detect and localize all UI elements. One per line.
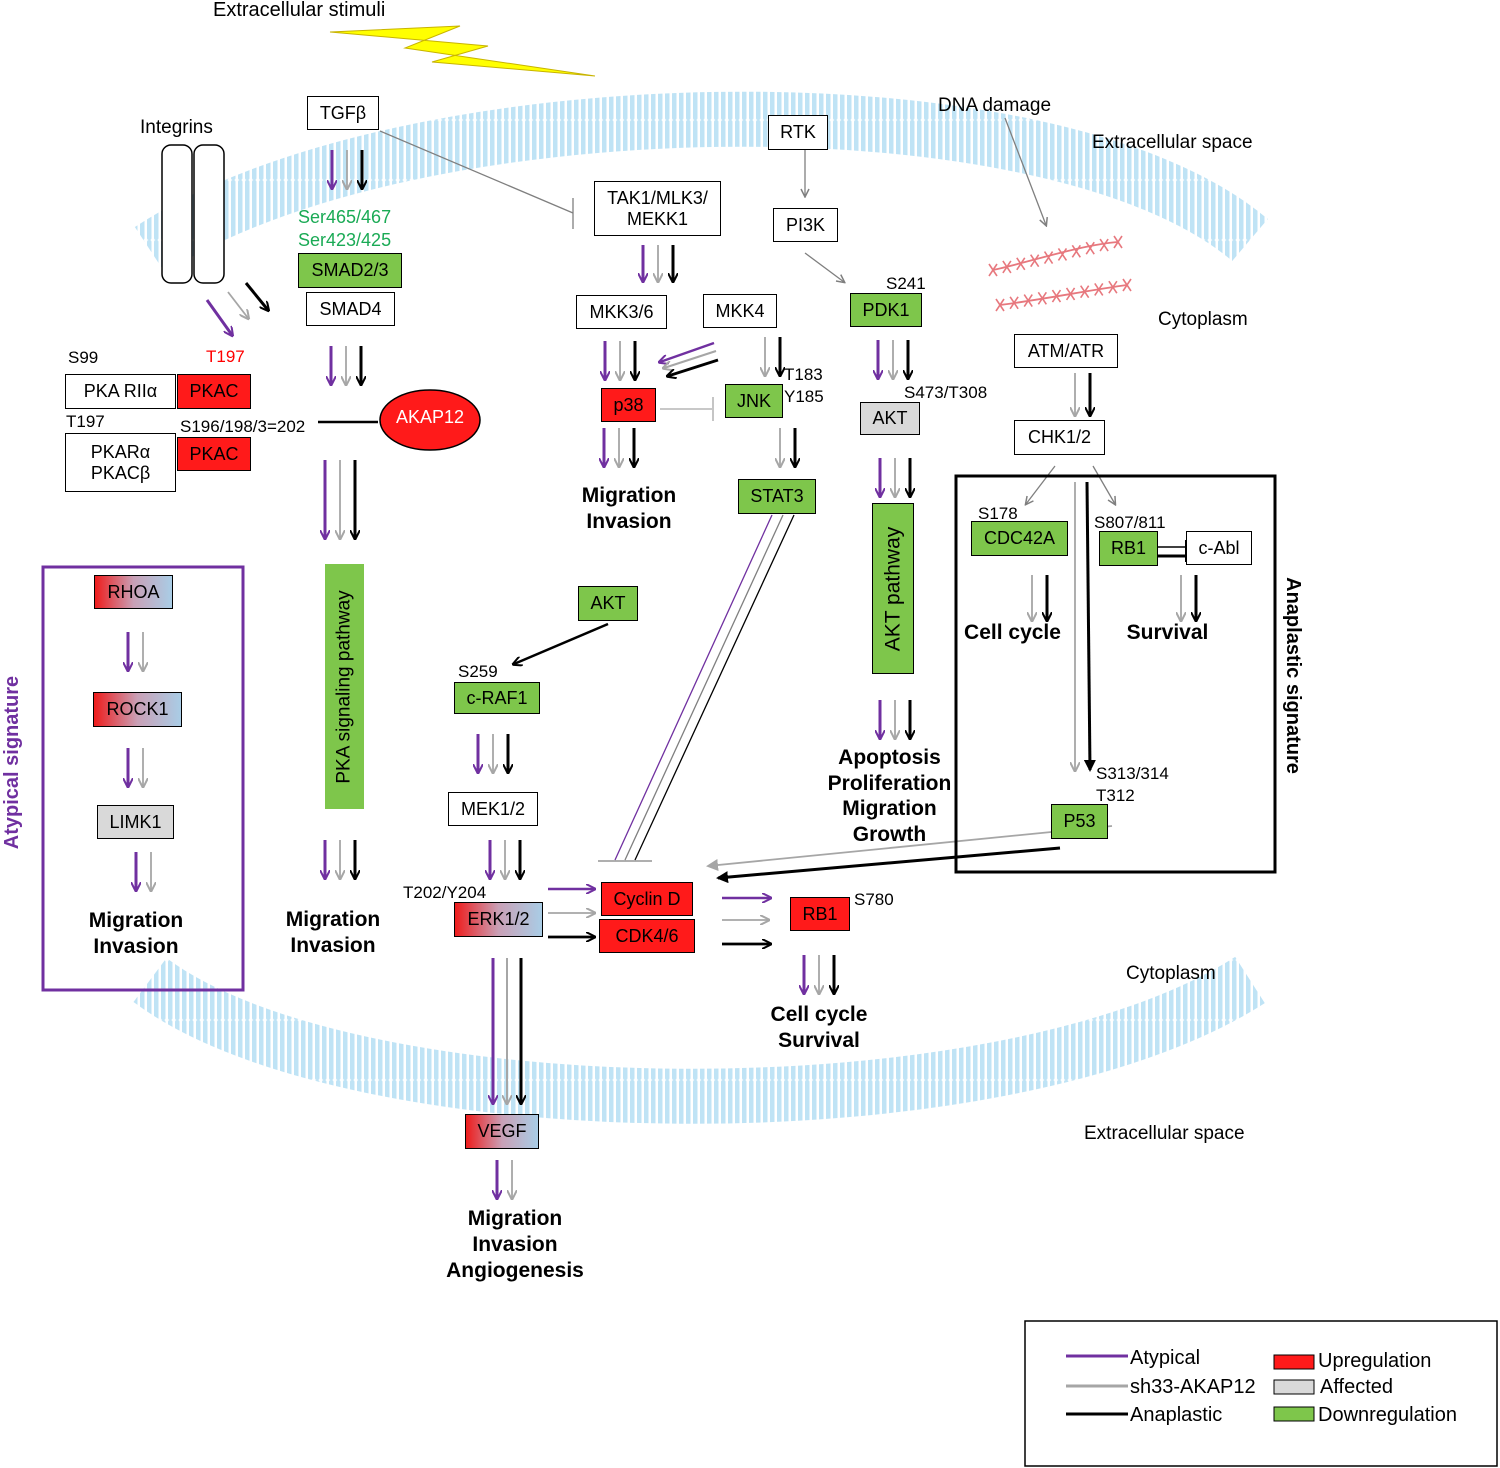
legend-affected: Affected [1320, 1376, 1394, 1398]
atypical-signature-title-wrap: Atypical signature [0, 662, 28, 862]
site-t202: T202/Y204 [403, 883, 487, 902]
node-tgfb: TGFβ [307, 96, 379, 130]
membrane-top [134, 91, 1268, 273]
node-pkar-pkacb: PKARα PKACβ [65, 433, 176, 492]
integrin-rod-left [161, 144, 193, 284]
site-t183: T183 [784, 365, 823, 384]
site-s259: S259 [458, 662, 498, 681]
node-rhoa: RHOA [94, 575, 173, 609]
atypical-signature-box [41, 565, 245, 992]
outcome-cell-cycle: Cell cycle [964, 621, 1061, 644]
node-mkk4: MKK4 [703, 294, 777, 328]
site-s313: S313/314 [1096, 764, 1169, 783]
node-stat3: STAT3 [738, 479, 816, 514]
node-chk12: CHK1/2 [1014, 420, 1105, 455]
node-c-abl: c-Abl [1186, 531, 1252, 565]
node-cyclin-d: Cyclin D [601, 882, 693, 916]
anaplastic-signature-box [954, 474, 1277, 874]
node-smad23: SMAD2/3 [298, 253, 402, 288]
legend-atypical: Atypical [1130, 1347, 1201, 1369]
cytoplasm-label-bottom: Cytoplasm [1126, 963, 1216, 984]
node-akt-mid: AKT [578, 586, 638, 621]
node-p38: p38 [601, 388, 656, 422]
legend-sh33: sh33-AKAP12 [1130, 1376, 1256, 1398]
outcome-cell-cycle-survival: Cell cycle Survival [770, 1003, 868, 1052]
atypical-signature-title: Atypical signature [1, 675, 24, 849]
outcome-apoptosis-proliferation: Apoptosis Proliferation Migration Growth [827, 746, 952, 846]
legend-upregulation: Upregulation [1318, 1350, 1432, 1372]
node-akt-top: AKT [860, 402, 920, 435]
arrow-line [205, 299, 232, 335]
node-cdc42a: CDC42A [971, 521, 1068, 556]
site-s99: S99 [68, 348, 99, 367]
site-s780: S780 [854, 890, 894, 909]
site-s473: S473/T308 [904, 383, 988, 402]
node-mkk36: MKK3/6 [576, 295, 667, 329]
site-ser423: Ser423/425 [298, 230, 392, 250]
site-s807: S807/811 [1094, 513, 1166, 532]
outcome-migration-invasion-pka: Migration Invasion [285, 908, 381, 957]
site-t312: T312 [1096, 786, 1135, 805]
pka-signaling-pathway-box: PKA signaling pathway [325, 564, 364, 809]
node-pi3k: PI3K [773, 208, 838, 242]
extracellular-space-label-bottom: Extracellular space [1084, 1123, 1245, 1144]
outcome-migration-invasion-angiogenesis: Migration Invasion Angiogenesis [446, 1207, 584, 1282]
pka-signaling-pathway-label: PKA signaling pathway [333, 589, 355, 784]
node-rb1-right: RB1 [1099, 531, 1158, 566]
legend-downregulation: Downregulation [1318, 1404, 1457, 1426]
site-t197: T197 [66, 412, 105, 431]
node-mek12: MEK1/2 [448, 792, 538, 826]
akt-pathway-box: AKT pathway [872, 503, 914, 674]
node-atm-atr: ATM/ATR [1014, 334, 1118, 368]
anaplastic-signature-title: Anaplastic signature [1281, 576, 1304, 774]
node-jnk: JNK [725, 384, 783, 418]
legend-box [1024, 1320, 1498, 1467]
dna-damage-label: DNA damage [938, 95, 1052, 116]
site-s196: S196/198/3=202 [180, 417, 306, 436]
integrins-label: Integrins [140, 117, 213, 138]
outcome-migration-invasion-p38: Migration Invasion [581, 484, 677, 533]
akt-pathway-label: AKT pathway [881, 526, 905, 651]
node-akap12: AKAP12 [395, 407, 465, 427]
integrin-rod-right [193, 144, 225, 284]
node-pdk1: PDK1 [850, 293, 922, 327]
site-s178: S178 [978, 504, 1018, 523]
node-tak1-mlk3-mekk1: TAK1/MLK3/ MEKK1 [594, 181, 721, 236]
node-vegf: VEGF [465, 1114, 539, 1149]
arrow-line [227, 291, 248, 318]
outcome-survival: Survival [1126, 621, 1209, 644]
site-ser465: Ser465/467 [298, 207, 392, 227]
legend-anaplastic: Anaplastic [1130, 1404, 1223, 1426]
node-smad4: SMAD4 [306, 292, 395, 326]
node-pka-riia: PKA RIIα [65, 374, 176, 409]
node-rock1: ROCK1 [93, 692, 182, 727]
extracellular-stimuli-label: Extracellular stimuli [213, 0, 386, 21]
lightning-bolt-icon [329, 25, 596, 77]
node-p53: P53 [1051, 804, 1108, 839]
extracellular-space-label-top: Extracellular space [1092, 132, 1253, 153]
node-rb1-mid: RB1 [790, 897, 850, 931]
node-limk1: LIMK1 [97, 805, 174, 839]
site-t197-red: T197 [206, 347, 245, 366]
arrow-line [244, 282, 268, 310]
node-c-raf1: c-RAF1 [454, 682, 540, 714]
site-y185: Y185 [784, 387, 824, 406]
membrane-bottom [133, 956, 1265, 1124]
node-erk12: ERK1/2 [454, 902, 543, 937]
anaplastic-signature-title-wrap: Anaplastic signature [1277, 565, 1307, 785]
outcome-migration-invasion-atypical: Migration Invasion [88, 909, 184, 958]
node-pkac-2: PKAC [177, 437, 251, 471]
node-pkac-1: PKAC [177, 374, 251, 409]
node-cdk46: CDK4/6 [599, 919, 695, 953]
site-s241: S241 [886, 274, 926, 293]
cytoplasm-label-top: Cytoplasm [1158, 309, 1248, 330]
node-rtk: RTK [768, 115, 828, 150]
